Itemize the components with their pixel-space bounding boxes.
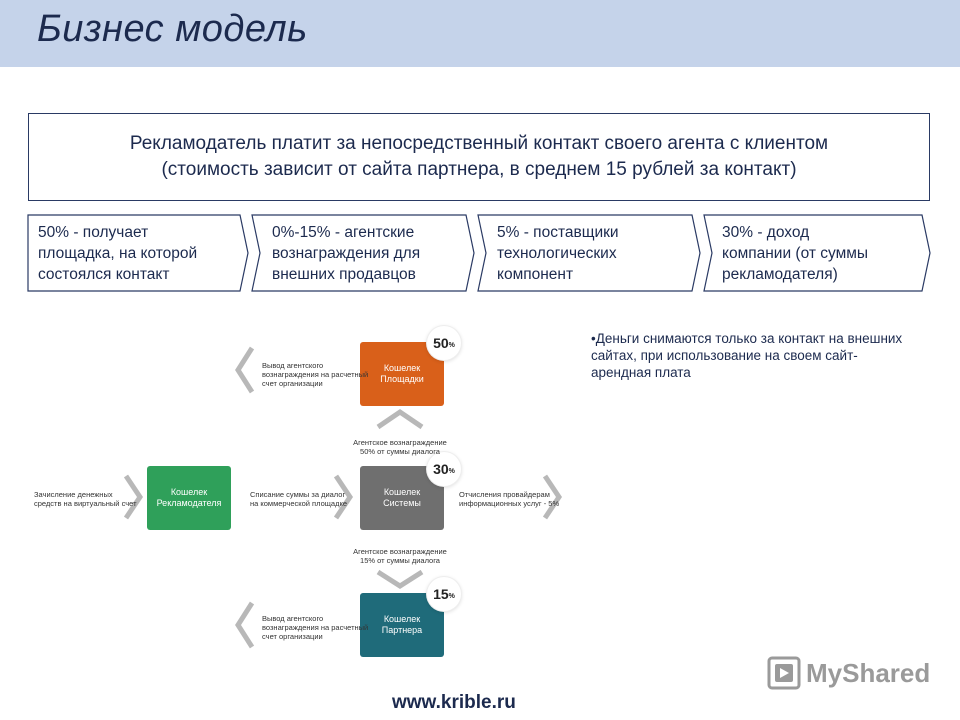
wallet-platform-box [360,342,444,406]
chevron-4-line-1: 30% - доход [722,224,810,241]
chevron-text-4: 30% - доход компании (от суммы рекламода… [722,222,868,285]
main-statement-box: Рекламодатель платит за непосредственный… [28,113,930,201]
arrow-left-bottom [235,601,255,649]
chevron-text-1: 50% - получает площадка, на которой сост… [38,222,197,285]
label-agent-bottom-1: Агентское вознаграждение [353,547,447,556]
footer-url[interactable]: www.krible.ru [392,692,516,713]
label-provider-2: информационных услуг - 5% [459,499,560,508]
badge-partner-unit: % [448,592,455,600]
wallet-partner-line-1: Кошелек [383,614,421,624]
chevron-3-line-2: технологических [497,245,617,262]
label-withdraw-top-3: счет организации [262,379,323,388]
wallet-partner-line-2: Партнера [381,625,423,635]
chevron-shape-3 [477,214,701,292]
label-agent-top: Агентское вознаграждение 50% от суммы ди… [350,438,450,456]
chevron-2-line-1: 0%-15% - агентские [272,224,415,241]
badge-partner: 15% [427,577,461,611]
label-agent-bottom: Агентское вознаграждение 15% от суммы ди… [350,547,450,565]
chevron-shape-1 [27,214,249,292]
label-withdraw-bottom-2: вознаграждения на расчетный [262,623,369,632]
label-deposit-2: средств на виртуальный счет [34,499,137,508]
badge-platform-unit: % [448,341,455,349]
arrow-left-top [235,346,255,394]
chevron-shape-4 [703,214,931,292]
label-deposit-1: Зачисление денежных [34,490,113,499]
logo-text: MyShared [806,657,931,688]
chevron-2-line-2: вознаграждения для [272,245,421,262]
label-debit-2: на коммерческой площадке [250,499,348,508]
arrow-down-bottom [376,569,424,589]
chevron-text-3: 5% - поставщики технологических компонен… [497,222,619,285]
badge-platform: 50% [427,326,461,360]
label-withdraw-bottom: Вывод агентского вознаграждения на расче… [262,614,368,641]
chevron-1-line-3: состоялся контакт [38,266,170,283]
page-title: Бизнес модель [37,8,308,50]
label-agent-bottom-2: 15% от суммы диалога [360,556,440,565]
wallet-partner-label: Кошелек Партнера [360,614,444,636]
arrow-right-far [542,474,563,520]
wallet-partner-box [360,593,444,657]
wallet-advertiser-line-2: Рекламодателя [156,498,222,508]
wallet-advertiser-line-1: Кошелек [170,487,208,497]
badge-partner-num: 15 [433,586,449,602]
main-statement-line-1: Рекламодатель платит за непосредственный… [129,133,829,154]
arrow-up-top [376,408,424,430]
label-provider-1: Отчисления провайдерам [459,490,550,499]
label-withdraw-bottom-1: Вывод агентского [262,614,324,623]
chevron-shape-2 [251,214,475,292]
badge-platform-num: 50 [433,335,449,351]
main-statement-line-2: (стоимость зависит от сайта партнера, в … [161,159,797,180]
label-agent-top-1: Агентское вознаграждение [353,438,447,447]
label-withdraw-bottom-3: счет организации [262,632,323,641]
wallet-advertiser-label: Кошелек Рекламодателя [147,487,231,509]
label-deposit: Зачисление денежных средств на виртуальн… [34,490,137,508]
arrow-right-left [123,474,144,520]
chevron-4-line-3: рекламодателя) [722,266,838,283]
chevron-1-line-2: площадка, на которой [38,245,198,262]
wallet-system-line-2: Системы [383,498,421,508]
chevron-1-line-1: 50% - получает [38,224,149,241]
title-bar: Бизнес модель [0,0,960,67]
wallet-platform-label: Кошелек Площадки [360,363,444,385]
chevron-2-line-3: внешних продавцов [272,266,416,283]
chevron-3-line-3: компонент [497,266,574,283]
label-debit-1: Списание суммы за диалог [250,490,346,499]
arrow-right-middle [333,474,354,520]
label-withdraw-top-1: Вывод агентского [262,361,324,370]
note-text: •Деньги снимаются только за контакт на в… [591,331,903,380]
badge-system: 30% [427,452,461,486]
myshared-icon [767,656,801,690]
wallet-platform-line-2: Площадки [380,374,424,384]
wallet-platform-line-1: Кошелек [383,363,421,373]
chevron-3-line-1: 5% - поставщики [497,224,619,241]
label-withdraw-top-2: вознаграждения на расчетный [262,370,369,379]
label-agent-top-2: 50% от суммы диалога [360,447,440,456]
wallet-advertiser-box [147,466,231,530]
label-withdraw-top: Вывод агентского вознаграждения на расче… [262,361,368,388]
wallet-system-box [360,466,444,530]
wallet-system-label: Кошелек Системы [360,487,444,509]
chevron-text-2: 0%-15% - агентские вознаграждения для вн… [272,222,420,285]
label-provider: Отчисления провайдерам информационных ус… [459,490,559,508]
myshared-logo: MyShared [766,655,930,691]
badge-system-unit: % [448,467,455,475]
wallet-system-line-1: Кошелек [383,487,421,497]
label-debit: Списание суммы за диалог на коммерческой… [250,490,347,508]
chevron-4-line-2: компании (от суммы [722,245,869,262]
badge-system-num: 30 [433,461,449,477]
